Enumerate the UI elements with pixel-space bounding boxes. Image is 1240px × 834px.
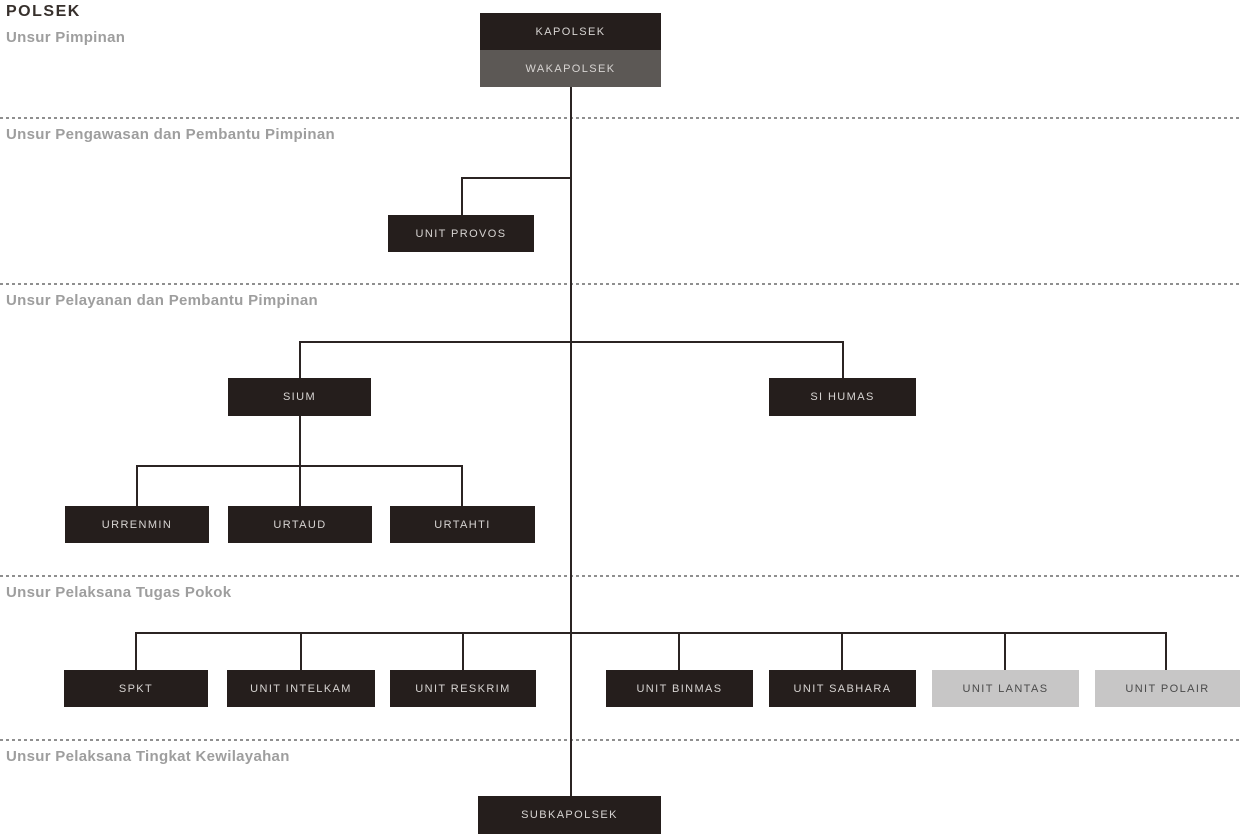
connector-lantas-drop	[1004, 632, 1006, 670]
node-spkt: SPKT	[64, 670, 208, 707]
connector-urtaud-drop	[299, 465, 301, 506]
node-urtahti: URTAHTI	[390, 506, 535, 543]
connector-provos-drop	[461, 177, 463, 215]
connector-binmas-drop	[678, 632, 680, 670]
connector-provos-horizontal	[461, 177, 572, 179]
connector-intelkam-drop	[300, 632, 302, 670]
connector-reskrim-drop	[462, 632, 464, 670]
connector-polair-drop	[1165, 632, 1167, 670]
section-divider-3	[0, 575, 1240, 577]
node-unit-intelkam: UNIT INTELKAM	[227, 670, 375, 707]
section-label-unsur-pimpinan: Unsur Pimpinan	[6, 29, 126, 46]
connector-sihumas-drop	[842, 341, 844, 378]
node-unit-provos: UNIT PROVOS	[388, 215, 534, 252]
connector-sium-down	[299, 416, 301, 467]
section-label-unsur-pengawasan: Unsur Pengawasan dan Pembantu Pimpinan	[6, 126, 335, 143]
page-title: POLSEK	[6, 3, 81, 20]
section-divider-4	[0, 739, 1240, 741]
connector-urrenmin-drop	[136, 465, 138, 506]
node-urrenmin: URRENMIN	[65, 506, 209, 543]
node-si-humas: SI HUMAS	[769, 378, 916, 416]
connector-row2-horizontal	[299, 341, 844, 343]
section-label-unsur-pelayanan: Unsur Pelayanan dan Pembantu Pimpinan	[6, 292, 319, 309]
node-unit-reskrim: UNIT RESKRIM	[390, 670, 536, 707]
connector-urtahti-drop	[461, 465, 463, 506]
connector-sium-drop	[299, 341, 301, 378]
node-wakapolsek: WAKAPOLSEK	[480, 50, 661, 87]
node-kapolsek: KAPOLSEK	[480, 13, 661, 50]
node-unit-sabhara: UNIT SABHARA	[769, 670, 916, 707]
section-label-unsur-pelaksana-kewilayahan: Unsur Pelaksana Tingkat Kewilayahan	[6, 748, 290, 765]
section-divider-1	[0, 117, 1240, 119]
node-urtaud: URTAUD	[228, 506, 372, 543]
node-unit-polair: UNIT POLAIR	[1095, 670, 1240, 707]
connector-sabhara-drop	[841, 632, 843, 670]
node-subkapolsek: SUBKAPOLSEK	[478, 796, 661, 834]
node-unit-lantas: UNIT LANTAS	[932, 670, 1079, 707]
node-sium: SIUM	[228, 378, 371, 416]
node-unit-binmas: UNIT BINMAS	[606, 670, 753, 707]
section-label-unsur-pelaksana-tugas-pokok: Unsur Pelaksana Tugas Pokok	[6, 584, 232, 601]
connector-spkt-drop	[135, 632, 137, 670]
connector-main-spine	[570, 87, 572, 796]
section-divider-2	[0, 283, 1240, 285]
connector-row4-horizontal	[136, 632, 1167, 634]
